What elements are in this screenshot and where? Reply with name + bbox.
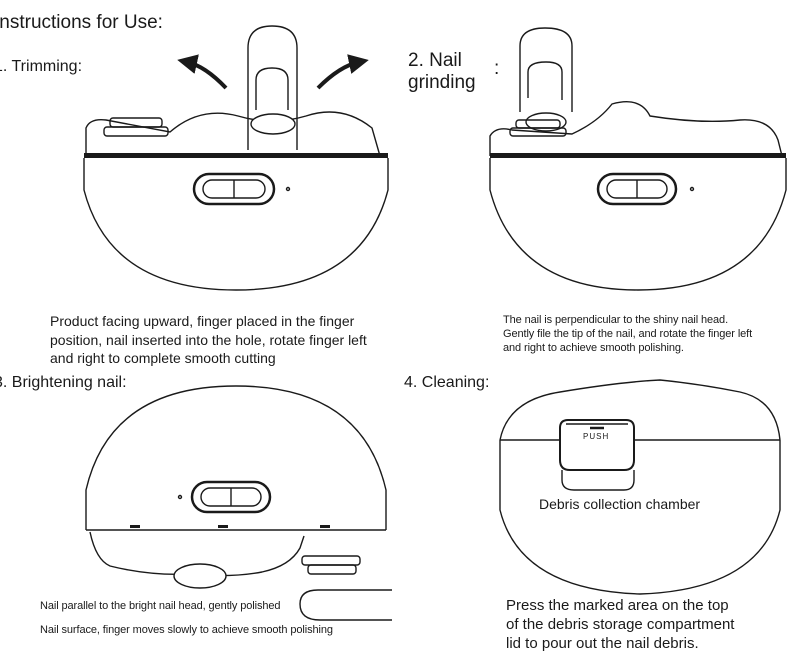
step-4-line-1: Press the marked area on the top [506,597,729,614]
grinding-illustration [489,27,787,291]
device-body [85,385,387,530]
step-2-heading-line-2: grinding [408,72,476,93]
device-body [499,440,781,595]
rotate-left-arrow-icon [177,54,228,90]
step-4-heading: 4. Cleaning: [404,374,490,391]
rotate-right-arrow-icon [316,54,369,90]
step-3-line-2: Nail surface, finger moves slowly to ach… [40,624,333,636]
step-2-line-1: The nail is perpendicular to the shiny n… [503,314,729,326]
step-1-line-3: and right to complete smooth cutting [50,350,276,366]
step-1-heading: 1. Trimming: [0,58,83,75]
power-switch [190,480,272,514]
device-body [489,158,787,291]
step-1-line-2: position, nail inserted into the hole, r… [50,332,367,348]
finger-icon [247,25,298,150]
step-4-line-2: of the debris storage compartment [506,616,735,633]
step-3-heading: 3. Brightening nail: [0,374,127,391]
step-2-colon: : [494,58,500,79]
push-label: PUSH [583,432,610,441]
brightening-illustration [85,385,392,621]
step-2-line-3: and right to achieve smooth polishing. [503,342,684,354]
trimming-illustration [83,25,389,291]
step-2-line-2: Gently file the tip of the nail, and rot… [503,328,753,340]
page-title: Instructions for Use: [0,12,163,33]
finger-icon [519,27,573,112]
step-1-line-1: Product facing upward, finger placed in … [50,313,355,329]
finger-icon [299,589,392,621]
push-button [559,419,635,471]
device-body [83,158,389,291]
step-2-heading-line-1: 2. Nail [408,50,462,71]
cleaning-illustration [499,379,781,595]
step-4-line-3: lid to pour out the nail debris. [506,635,699,652]
step-3-line-1: Nail parallel to the bright nail head, g… [40,600,281,612]
debris-chamber-callout: Debris collection chamber [539,496,701,512]
power-switch [596,172,678,206]
power-switch [192,172,276,206]
